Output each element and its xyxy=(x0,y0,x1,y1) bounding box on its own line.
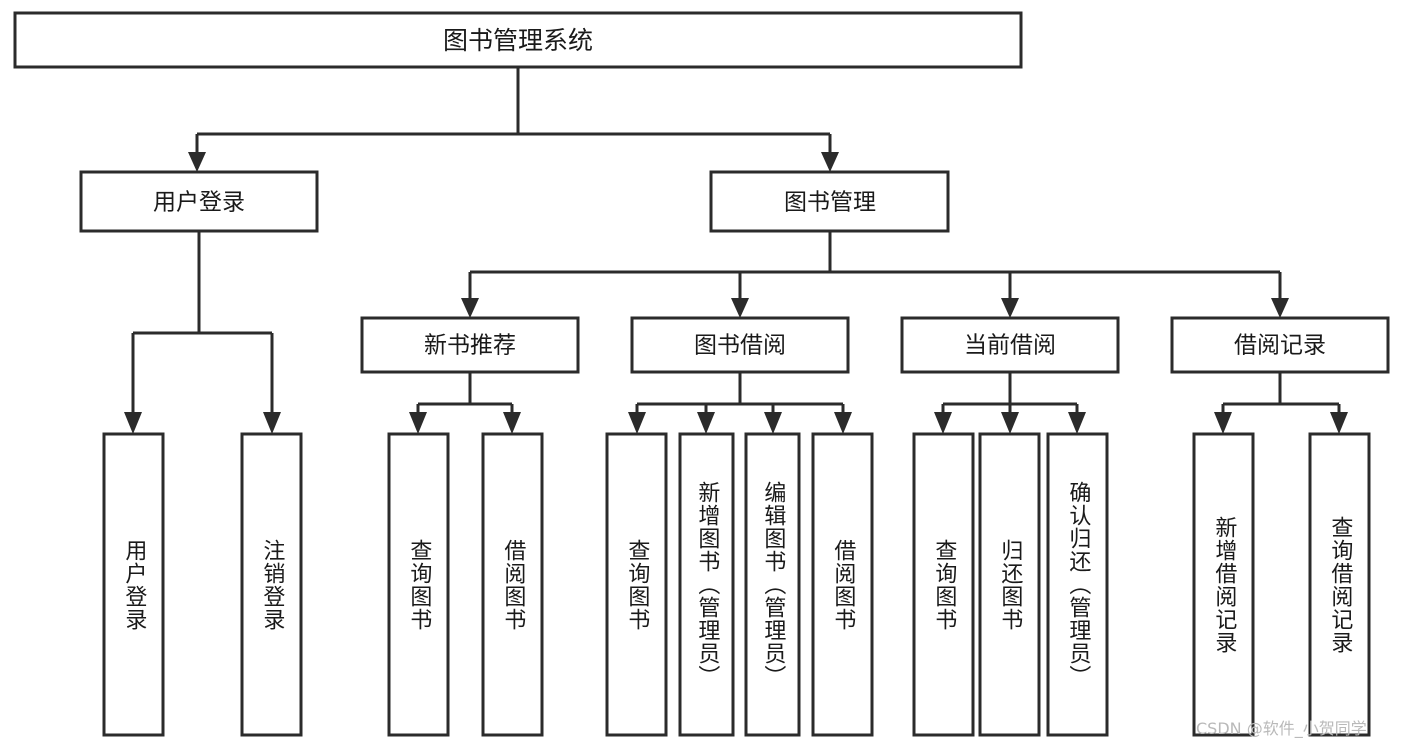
leaf-box-cb-return-book[interactable] xyxy=(978,432,1041,737)
node-book-manage-box[interactable] xyxy=(709,170,950,233)
leaf-box-cb-confirm-return[interactable] xyxy=(1046,432,1109,737)
arrowhead-current-borrow xyxy=(1001,298,1019,318)
arrowhead-leaf-logout xyxy=(263,412,281,434)
node-book-manage[interactable]: 图书管理 xyxy=(709,170,950,233)
leaf-box-br-query-record[interactable] xyxy=(1308,432,1371,737)
leaf-box-nb-query-book[interactable] xyxy=(387,432,450,737)
node-borrow-record-box[interactable] xyxy=(1170,316,1390,374)
leaf-box-bb-edit-book[interactable] xyxy=(744,432,801,737)
node-root-label: 图书管理系统 xyxy=(443,26,593,55)
arrowhead-new-book xyxy=(461,298,479,318)
arrowhead-bb-leaf-2 xyxy=(697,412,715,434)
node-book-borrow[interactable]: 图书借阅 xyxy=(630,316,850,374)
arrowhead-book-manage xyxy=(821,152,839,172)
arrowhead-bb-leaf-1 xyxy=(628,412,646,434)
arrowhead-bb-leaf-4 xyxy=(834,412,852,434)
node-new-book-recommend-box[interactable] xyxy=(360,316,580,374)
arrowhead-bb-leaf-3 xyxy=(764,412,782,434)
node-root-box[interactable] xyxy=(13,11,1023,69)
node-borrow-record[interactable]: 借阅记录 xyxy=(1170,316,1390,374)
arrowhead-user-login xyxy=(188,152,206,172)
arrowhead-br-leaf-2 xyxy=(1330,412,1348,434)
arrowhead-cb-leaf-1 xyxy=(934,412,952,434)
node-book-borrow-label: 图书借阅 xyxy=(694,333,786,359)
node-current-borrow[interactable]: 当前借阅 xyxy=(900,316,1120,374)
arrowhead-nb-leaf-1 xyxy=(409,412,427,434)
leaf-box-user-login[interactable] xyxy=(102,432,165,737)
leaf-box-cb-query-book[interactable] xyxy=(912,432,975,737)
leaf-box-bb-add-book[interactable] xyxy=(678,432,735,737)
leaf-box-bb-query-book[interactable] xyxy=(605,432,668,737)
arrowhead-book-borrow xyxy=(731,298,749,318)
node-book-manage-label: 图书管理 xyxy=(784,190,876,216)
arrowhead-nb-leaf-2 xyxy=(503,412,521,434)
arrowhead-cb-leaf-3 xyxy=(1068,412,1086,434)
arrowhead-cb-leaf-2 xyxy=(1001,412,1019,434)
node-user-login[interactable]: 用户登录 xyxy=(79,170,319,233)
arrowhead-leaf-user-login xyxy=(124,412,142,434)
arrowhead-borrow-record xyxy=(1271,298,1289,318)
node-new-book-recommend-label: 新书推荐 xyxy=(424,333,516,359)
arrowhead-br-leaf-1 xyxy=(1214,412,1232,434)
node-borrow-record-label: 借阅记录 xyxy=(1234,333,1326,359)
node-user-login-label: 用户登录 xyxy=(153,190,245,216)
node-root[interactable]: 图书管理系统 xyxy=(13,11,1023,69)
leaf-box-nb-borrow-book[interactable] xyxy=(481,432,544,737)
node-current-borrow-box[interactable] xyxy=(900,316,1120,374)
csdn-watermark: CSDN @软件_小贺同学 xyxy=(1196,719,1367,738)
leaf-box-logout[interactable] xyxy=(240,432,303,737)
node-book-borrow-box[interactable] xyxy=(630,316,850,374)
leaf-box-br-add-record[interactable] xyxy=(1192,432,1255,737)
node-current-borrow-label: 当前借阅 xyxy=(964,333,1056,359)
leaf-box-bb-borrow-book[interactable] xyxy=(811,432,874,737)
node-new-book-recommend[interactable]: 新书推荐 xyxy=(360,316,580,374)
